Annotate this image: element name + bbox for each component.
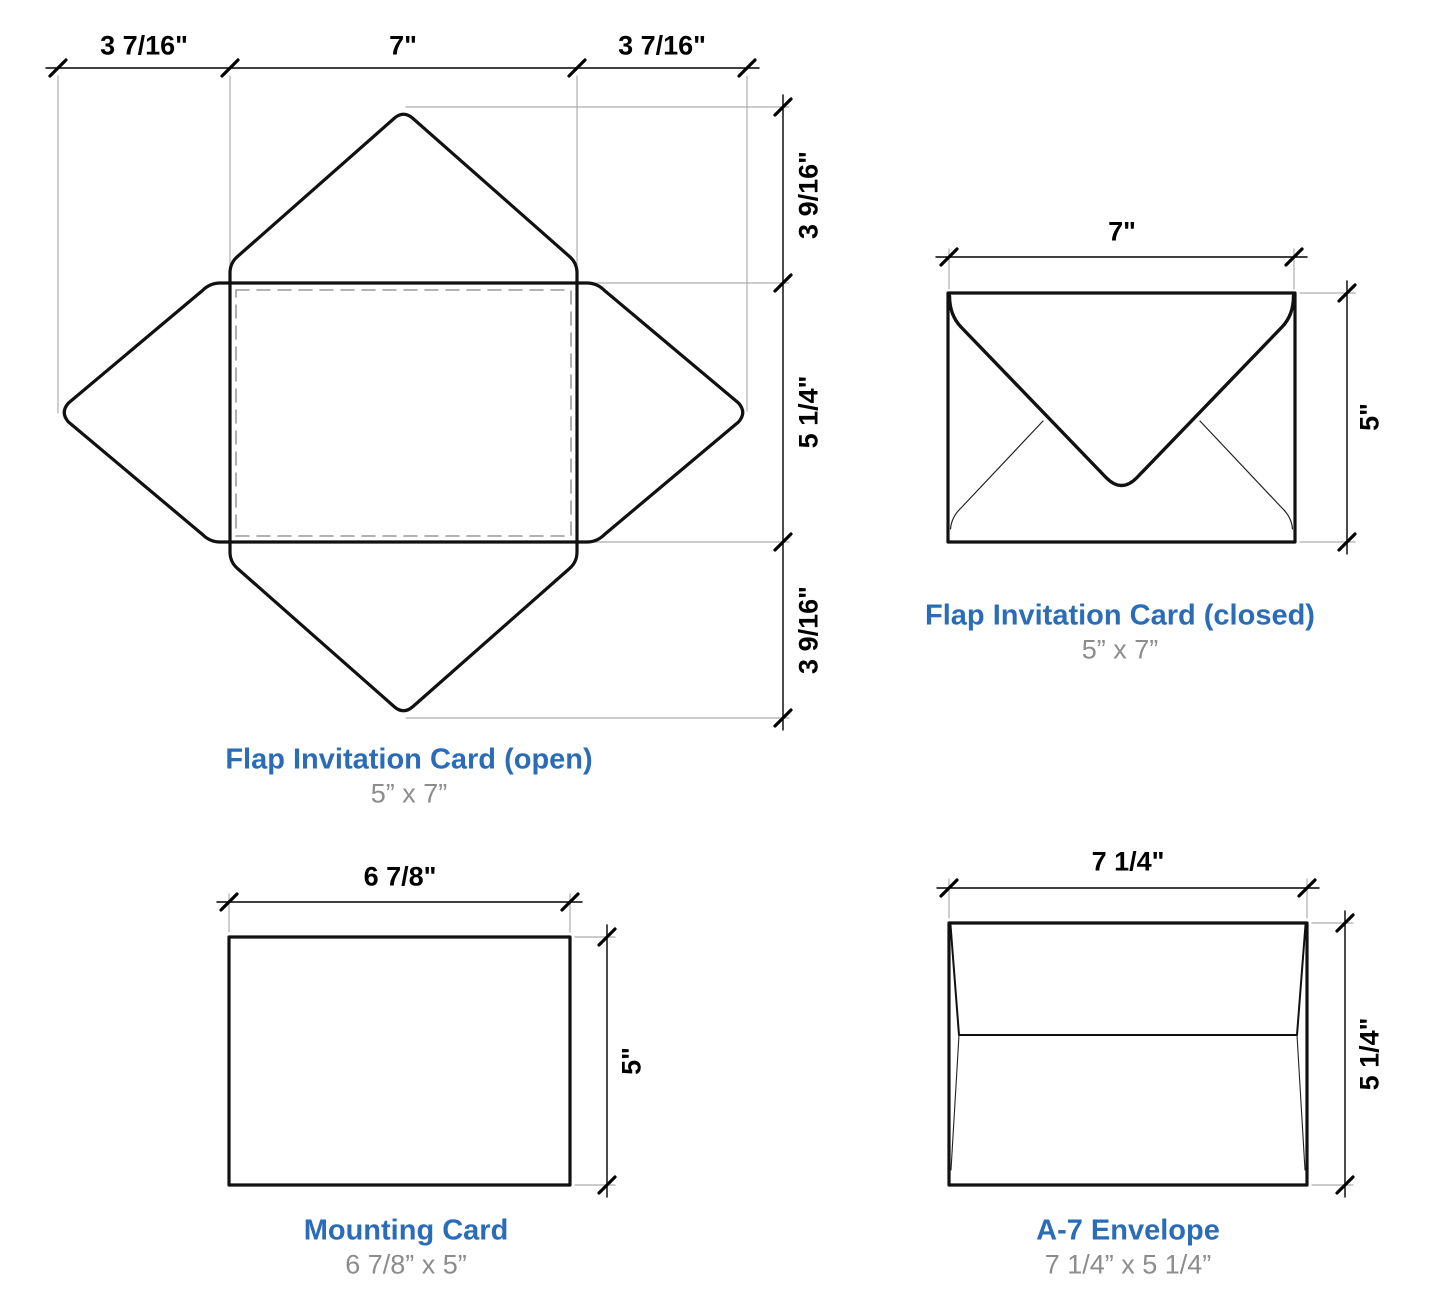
flap-closed-subtitle: 5” x 7” xyxy=(1081,634,1159,665)
tick-marks xyxy=(939,247,1357,552)
bottom-flap-outline xyxy=(228,540,579,713)
card-outline xyxy=(227,935,572,1187)
tick-marks xyxy=(939,878,1355,1195)
flap-open-subtitle: 5” x 7” xyxy=(370,778,448,809)
envelope-body-outline xyxy=(228,281,579,544)
flap-closed-drawing xyxy=(935,247,1357,555)
closed-flap-edge xyxy=(947,294,1296,488)
dim-label-open-right-middle: 5 1/4" xyxy=(793,375,824,449)
dim-label-open-top-left: 3 7/16" xyxy=(100,30,188,61)
back-flap-fold xyxy=(949,924,1307,1036)
dim-label-a7-width: 7 1/4" xyxy=(1091,846,1165,877)
fold-lines-dashed xyxy=(235,289,572,537)
tick-marks xyxy=(48,58,793,728)
a7-envelope-drawing xyxy=(936,878,1355,1198)
dim-label-a7-height: 5 1/4" xyxy=(1354,1017,1385,1091)
envelope-outline xyxy=(946,291,1297,544)
dim-label-closed-width: 7" xyxy=(1108,216,1136,247)
envelope-outline xyxy=(947,921,1309,1187)
a7-envelope-title: A-7 Envelope xyxy=(1036,1214,1220,1247)
a7-envelope-subtitle: 7 1/4” x 5 1/4” xyxy=(1044,1249,1212,1280)
flap-open-title: Flap Invitation Card (open) xyxy=(225,743,593,776)
mounting-card-subtitle: 6 7/8” x 5” xyxy=(345,1249,467,1280)
extension-lines xyxy=(228,893,616,1186)
left-flap-outline xyxy=(62,281,232,544)
tick-marks xyxy=(219,892,617,1195)
mounting-card-title: Mounting Card xyxy=(303,1214,509,1247)
right-flap-outline xyxy=(575,281,745,544)
dim-label-open-top-right: 3 7/16" xyxy=(618,30,706,61)
extension-lines xyxy=(948,248,1356,543)
extension-lines xyxy=(948,878,1354,1186)
mounting-card-drawing xyxy=(216,892,617,1198)
extension-lines xyxy=(57,75,790,719)
dim-label-closed-height: 5" xyxy=(1354,403,1385,431)
dim-label-open-right-top: 3 9/16" xyxy=(793,151,824,239)
side-flap-thin-edges xyxy=(949,420,1294,530)
dim-label-mounting-height: 5" xyxy=(616,1047,647,1075)
top-flap-outline xyxy=(228,112,579,285)
dim-label-mounting-width: 6 7/8" xyxy=(363,861,437,892)
flap-closed-title: Flap Invitation Card (closed) xyxy=(925,599,1315,632)
dim-label-open-top-center: 7" xyxy=(389,30,417,61)
dim-label-open-right-bottom: 3 9/16" xyxy=(793,586,824,674)
flap-open-drawing xyxy=(45,58,793,731)
side-flap-thin-edges xyxy=(950,1034,1306,1171)
